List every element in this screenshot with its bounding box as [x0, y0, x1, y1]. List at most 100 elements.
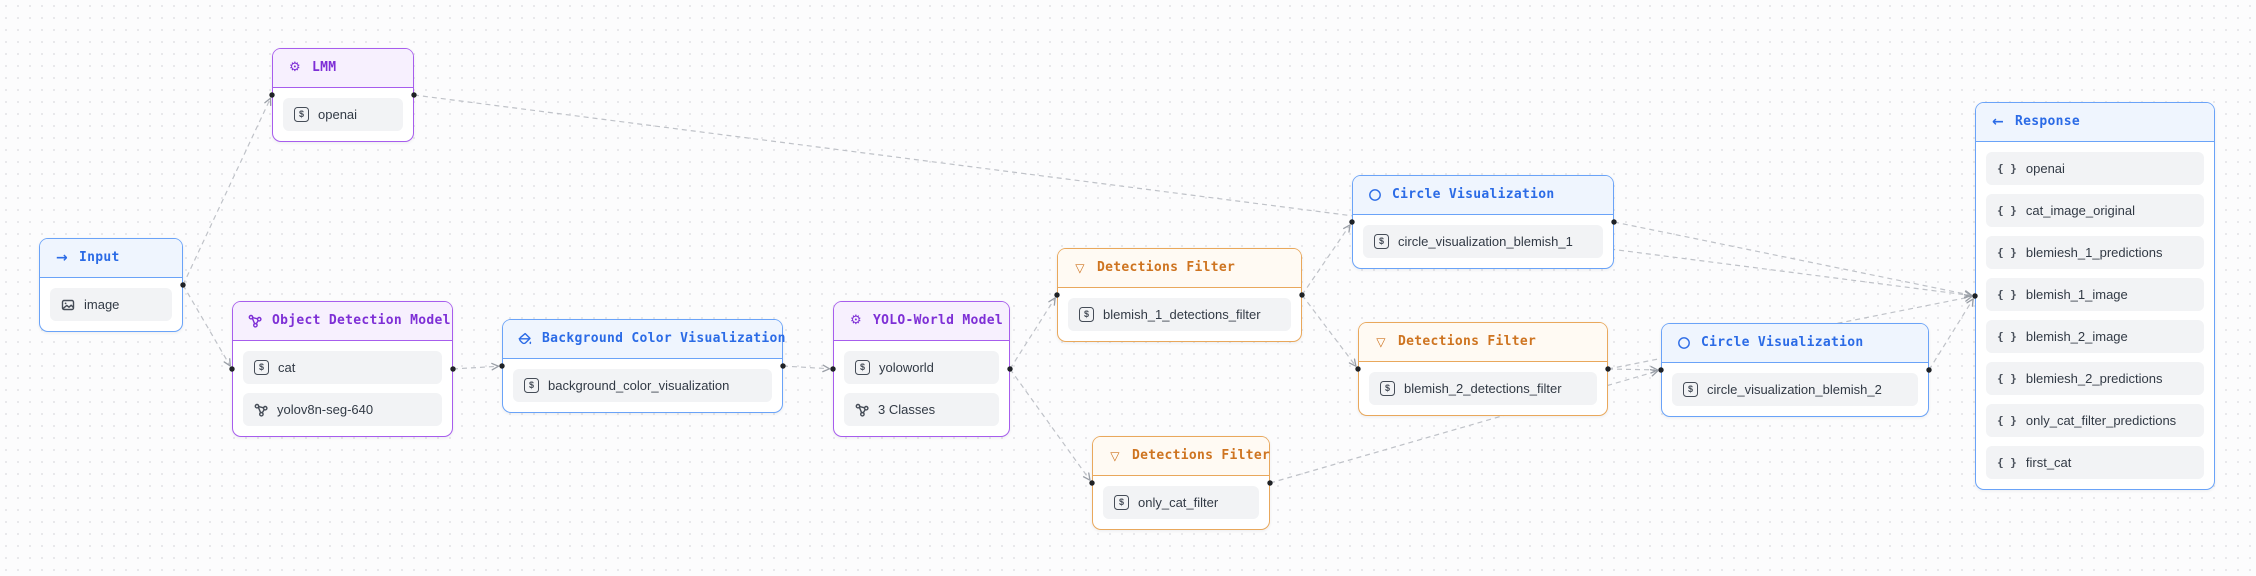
connection-port-dot[interactable] [1089, 480, 1095, 486]
node-body: $circle_visualization_blemish_1 [1353, 215, 1613, 268]
node-item[interactable]: $yoloworld [844, 351, 999, 384]
arrow-left-icon: ← [1991, 114, 2005, 130]
dollar-square-icon: $ [294, 107, 309, 122]
node-title: Response [2015, 114, 2081, 129]
node-df3[interactable]: ▽ Detections Filter $only_cat_filter [1092, 436, 1270, 530]
edge-arrowhead [491, 362, 500, 371]
node-body: $openai [273, 88, 413, 141]
node-item[interactable]: $circle_visualization_blemish_2 [1672, 373, 1918, 406]
connection-port-dot[interactable] [1349, 219, 1355, 225]
edge-input-lmm [182, 100, 270, 286]
node-item[interactable]: $circle_visualization_blemish_1 [1363, 225, 1603, 258]
node-item[interactable]: { }only_cat_filter_predictions [1986, 404, 2204, 437]
bucket-icon [517, 331, 533, 347]
connection-port-dot[interactable] [1658, 367, 1664, 373]
node-item[interactable]: { }blemish_1_image [1986, 278, 2204, 311]
node-body: $blemish_2_detections_filter [1359, 362, 1607, 415]
connection-port-dot[interactable] [1611, 219, 1617, 225]
node-title: Detections Filter [1398, 334, 1537, 349]
connection-port-dot[interactable] [1054, 292, 1060, 298]
node-item[interactable]: $openai [283, 98, 403, 131]
node-item-label: blemiesh_2_predictions [2025, 371, 2163, 386]
node-item-label: circle_visualization_blemish_2 [1707, 382, 1882, 397]
connection-port-dot[interactable] [780, 363, 786, 369]
connection-port-dot[interactable] [1605, 366, 1611, 372]
node-item[interactable]: 3 Classes [844, 393, 999, 426]
node-item-label: first_cat [2025, 455, 2072, 470]
node-item-label: openai [2025, 161, 2065, 176]
node-item[interactable]: $only_cat_filter [1103, 486, 1259, 519]
funnel-icon: ▽ [1110, 449, 1120, 463]
connection-port-dot[interactable] [1267, 480, 1273, 486]
edge-arrowhead [1649, 369, 1659, 377]
node-body: $blemish_1_detections_filter [1058, 288, 1301, 341]
node-item[interactable]: $blemish_1_detections_filter [1068, 298, 1291, 331]
edge-arrowhead [1963, 294, 1973, 302]
node-body: $circle_visualization_blemish_2 [1662, 363, 1928, 416]
edge-arrowhead [1964, 290, 1973, 299]
node-header: ▽ Detections Filter [1093, 437, 1271, 476]
node-item-label: only_cat_filter_predictions [2025, 413, 2177, 428]
node-item-label: cat_image_original [2025, 203, 2135, 218]
connection-port-dot[interactable] [180, 282, 186, 288]
node-item[interactable]: image [50, 288, 172, 321]
connection-port-dot[interactable] [1926, 367, 1932, 373]
node-input[interactable]: → Input image [39, 238, 183, 332]
node-header: Circle Visualization [1662, 324, 1928, 363]
connection-port-dot[interactable] [229, 366, 235, 372]
node-cv2[interactable]: Circle Visualization $circle_visualizatio… [1661, 323, 1929, 417]
connection-port-dot[interactable] [1972, 293, 1978, 299]
connection-port-dot[interactable] [411, 92, 417, 98]
edge-yolo-df3 [1009, 368, 1089, 479]
edge-cv1-response [1613, 221, 1970, 296]
funnel-icon: ▽ [1075, 261, 1085, 275]
node-response[interactable]: ←Response{ }openai{ }cat_image_original{… [1975, 102, 2215, 490]
node-df1[interactable]: ▽Detections Filter$blemish_1_detections_… [1057, 248, 1302, 342]
braces-icon: { } [1997, 162, 2017, 175]
node-lmm[interactable]: ⚙LMM$openai [272, 48, 414, 142]
node-item[interactable]: { }first_cat [1986, 446, 2204, 479]
node-title: Circle Visualization [1392, 187, 1555, 202]
node-odm[interactable]: Object Detection Model $cat yolov8n-seg-64… [232, 301, 453, 437]
connection-port-dot[interactable] [1007, 366, 1013, 372]
braces-icon: { } [1997, 372, 2017, 385]
node-item-label: yolov8n-seg-640 [277, 402, 374, 417]
node-cv1[interactable]: Circle Visualization $circle_visualizatio… [1352, 175, 1614, 269]
node-df2[interactable]: ▽Detections Filter $blemish_2_detections_… [1358, 322, 1608, 416]
connection-port-dot[interactable] [1299, 292, 1305, 298]
node-item[interactable]: { } blemiesh_2_predictions [1986, 362, 2204, 395]
node-item[interactable]: { } openai [1986, 152, 2204, 185]
node-item[interactable]: $cat [243, 351, 442, 384]
node-item-label: blemish_2_detections_filter [1404, 381, 1562, 396]
node-body: $yoloworld 3 Classes [834, 341, 1009, 436]
node-item[interactable]: $background_color_visualization [513, 369, 772, 402]
edge-df2-cv2 [1607, 368, 1656, 371]
node-title: Input [79, 250, 120, 265]
node-header: ▽Detections Filter [1359, 323, 1607, 362]
gear-icon: ⚙ [850, 313, 862, 328]
connection-port-dot[interactable] [1355, 366, 1361, 372]
node-title: Object Detection Model [272, 313, 451, 328]
connection-port-dot[interactable] [269, 92, 275, 98]
arrow-right-icon: → [55, 250, 69, 266]
connection-port-dot[interactable] [830, 366, 836, 372]
node-item[interactable]: { }blemiesh_1_predictions [1986, 236, 2204, 269]
connection-port-dot[interactable] [499, 363, 505, 369]
node-title: Detections Filter [1132, 448, 1271, 463]
edge-arrowhead [223, 358, 231, 367]
node-item[interactable]: { }blemish_2_image [1986, 320, 2204, 353]
node-bcv[interactable]: Background Color Visualization$backgroun… [502, 319, 786, 413]
edge-arrowhead [1048, 297, 1056, 306]
node-item-label: blemish_1_image [2025, 287, 2128, 302]
node-item-label: blemish_1_detections_filter [1103, 307, 1261, 322]
edge-yolo-df1 [1009, 299, 1055, 370]
braces-icon: { } [1997, 330, 2017, 343]
connection-port-dot[interactable] [450, 366, 456, 372]
node-body: $only_cat_filter [1093, 476, 1269, 529]
node-item[interactable]: $blemish_2_detections_filter [1369, 372, 1597, 405]
node-item[interactable]: { }cat_image_original [1986, 194, 2204, 227]
node-item[interactable]: yolov8n-seg-640 [243, 393, 442, 426]
node-title: Circle Visualization [1701, 335, 1864, 350]
